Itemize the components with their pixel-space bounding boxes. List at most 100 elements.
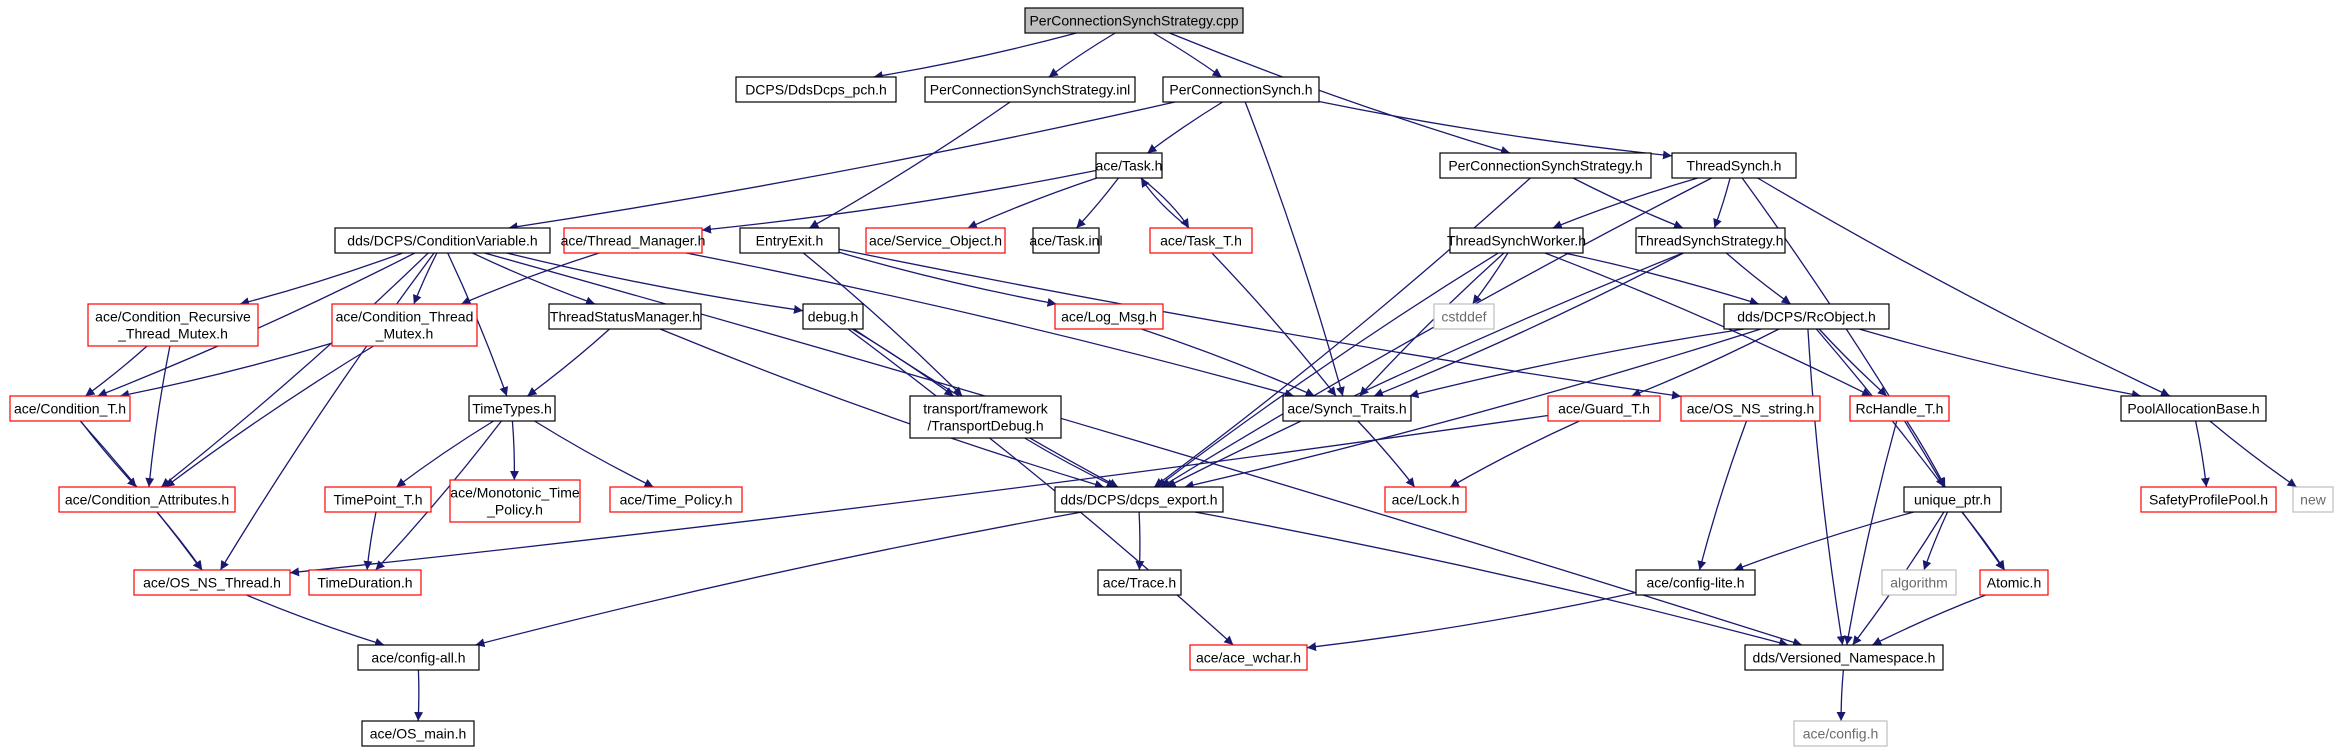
node-label: /TransportDebug.h [927,418,1043,434]
edge-pcs_h-to-threadsynch [1318,100,1673,160]
node-pcs_h[interactable]: PerConnectionSynch.h [1162,76,1320,103]
edge-uniqueptr-to-configlite [1733,511,1914,572]
node-uniqueptr[interactable]: unique_ptr.h [1903,486,2002,513]
edge-guardt-to-osnsthread [289,414,1549,577]
node-condthrmutex[interactable]: ace/Condition_Thread_Mutex.h [331,303,478,347]
node-label: _Mutex.h [375,326,434,342]
edge-rcobject-to-dcpsexport [1184,328,1762,490]
edge-rcobject-to-poolalloc [1858,328,2142,399]
node-label: SafetyProfilePool.h [2149,492,2268,508]
node-poolalloc[interactable]: PoolAllocationBase.h [2120,395,2267,422]
edge-tsstrategy-to-rcobject [1725,252,1792,305]
edge-entryexit-to-transdebug [802,252,963,397]
node-label: ThreadSynch.h [1687,158,1782,174]
node-box [1744,644,1944,671]
node-taskinl[interactable]: ace/Task.inl [1029,227,1103,254]
node-label: cstddef [1441,309,1486,325]
node-threadsynch[interactable]: ThreadSynch.h [1671,152,1797,179]
edge-threadsynch-to-dcpsexport [1160,177,1712,488]
node-timetypes[interactable]: TimeTypes.h [468,395,556,422]
node-label: dds/DCPS/ConditionVariable.h [347,233,537,249]
edge-dcpsexport-to-versioned [1194,511,1789,648]
node-versioned[interactable]: dds/Versioned_Namespace.h [1744,644,1944,671]
node-safetypool[interactable]: SafetyProfilePool.h [2140,486,2277,513]
node-box [357,644,480,671]
node-entryexit[interactable]: EntryExit.h [739,227,840,254]
node-timepolicy[interactable]: ace/Time_Policy.h [609,486,743,513]
node-root[interactable]: PerConnectionSynchStrategy.cpp [1024,7,1244,34]
node-box [1979,569,2049,596]
node-condrecmutex[interactable]: ace/Condition_Recursive_Thread_Mutex.h [87,303,259,347]
node-taskt[interactable]: ace/Task_T.h [1149,227,1253,254]
node-box [58,486,236,513]
node-configlite[interactable]: ace/config-lite.h [1635,569,1756,596]
node-box [1793,720,1888,747]
node-rchandle[interactable]: RcHandle_T.h [1849,395,1950,422]
node-monotonic[interactable]: ace/Monotonic_Time_Policy.h [449,479,581,523]
node-box [609,486,743,513]
node-box [1635,569,1756,596]
node-transdebug[interactable]: transport/framework/TransportDebug.h [909,395,1062,439]
node-ddsdcps_pch[interactable]: DCPS/DdsDcps_pch.h [735,76,897,103]
node-acewchar[interactable]: ace/ace_wchar.h [1189,644,1308,671]
node-threadmgr[interactable]: ace/Thread_Manager.h [561,227,706,254]
node-box [1433,303,1495,330]
edge-condrecmutex-to-condattr [145,345,171,488]
edge-condvar-to-tstatusmgr [472,252,596,306]
node-pcss_h[interactable]: PerConnectionSynchStrategy.h [1439,152,1652,179]
edge-osnsthread-to-configall [246,594,385,647]
node-osnsthread[interactable]: ace/OS_NS_Thread.h [133,569,291,596]
node-task[interactable]: ace/Task.h [1095,152,1163,179]
node-timeduration[interactable]: TimeDuration.h [308,569,422,596]
node-box [1384,486,1467,513]
edge-condrecmutex-to-condt [85,345,148,397]
edge-root-to-pcss_h [1169,32,1511,155]
edge-rcobject-to-rchandle [1818,328,1888,397]
node-label: ace/Task.h [1096,158,1163,174]
node-configall[interactable]: ace/config-all.h [357,644,480,671]
node-condt[interactable]: ace/Condition_T.h [9,395,131,422]
edge-task-to-threadmgr [701,169,1097,234]
node-tsworker[interactable]: ThreadSynchWorker.h [1447,227,1586,254]
node-condattr[interactable]: ace/Condition_Attributes.h [58,486,236,513]
node-tstatusmgr[interactable]: ThreadStatusManager.h [548,303,702,330]
node-timepoint[interactable]: TimePoint_T.h [324,486,432,513]
node-box [1881,569,1957,596]
node-label: ThreadSynchStrategy.h [1637,233,1783,249]
edge-task-to-taskt [1140,177,1190,229]
node-condvar[interactable]: dds/DCPS/ConditionVariable.h [334,227,551,254]
edge-pcss_h-to-tsstrategy [1572,177,1684,229]
edge-osnsstring-to-configlite [1697,420,1748,571]
node-acelock[interactable]: ace/Lock.h [1384,486,1467,513]
node-label: ace/Synch_Traits.h [1287,401,1406,417]
edge-condvar-to-timetypes [447,252,509,397]
node-serviceobj[interactable]: ace/Service_Object.h [865,227,1006,254]
node-atomic[interactable]: Atomic.h [1979,569,2049,596]
edge-condthrmutex-to-condattr [165,345,374,488]
node-box [361,720,475,747]
node-tsstrategy[interactable]: ThreadSynchStrategy.h [1635,227,1786,254]
node-label: _Thread_Mutex.h [117,326,228,342]
node-osmain[interactable]: ace/OS_main.h [361,720,475,747]
node-osnsstring[interactable]: ace/OS_NS_string.h [1680,395,1821,422]
edge-rcobject-to-synchtraits [1409,328,1745,399]
node-pcss_inl[interactable]: PerConnectionSynchStrategy.inl [924,76,1136,103]
edge-uniqueptr-to-algorithm [1922,511,1949,571]
node-synchtraits[interactable]: ace/Synch_Traits.h [1282,395,1412,422]
node-dcpsexport[interactable]: dds/DCPS/dcps_export.h [1054,486,1224,513]
node-rcobject[interactable]: dds/DCPS/RcObject.h [1723,303,1890,330]
edge-tsstrategy-to-dcpsexport [1166,252,1684,488]
node-logmsg[interactable]: ace/Log_Msg.h [1054,303,1164,330]
edge-pcs_h-to-task [1147,101,1223,154]
edge-root-to-pcs_h [1153,32,1222,78]
node-debug[interactable]: debug.h [802,303,864,330]
node-box [924,76,1136,103]
edge-timetypes-to-timepoint [396,420,494,488]
node-guardt[interactable]: ace/Guard_T.h [1547,395,1661,422]
node-label: ThreadStatusManager.h [550,309,700,325]
edge-timetypes-to-monotonic [509,420,519,481]
node-label: ace/Guard_T.h [1558,401,1650,417]
node-acetrace[interactable]: ace/Trace.h [1097,569,1182,596]
edge-tsstrategy-to-synchtraits [1373,252,1684,397]
